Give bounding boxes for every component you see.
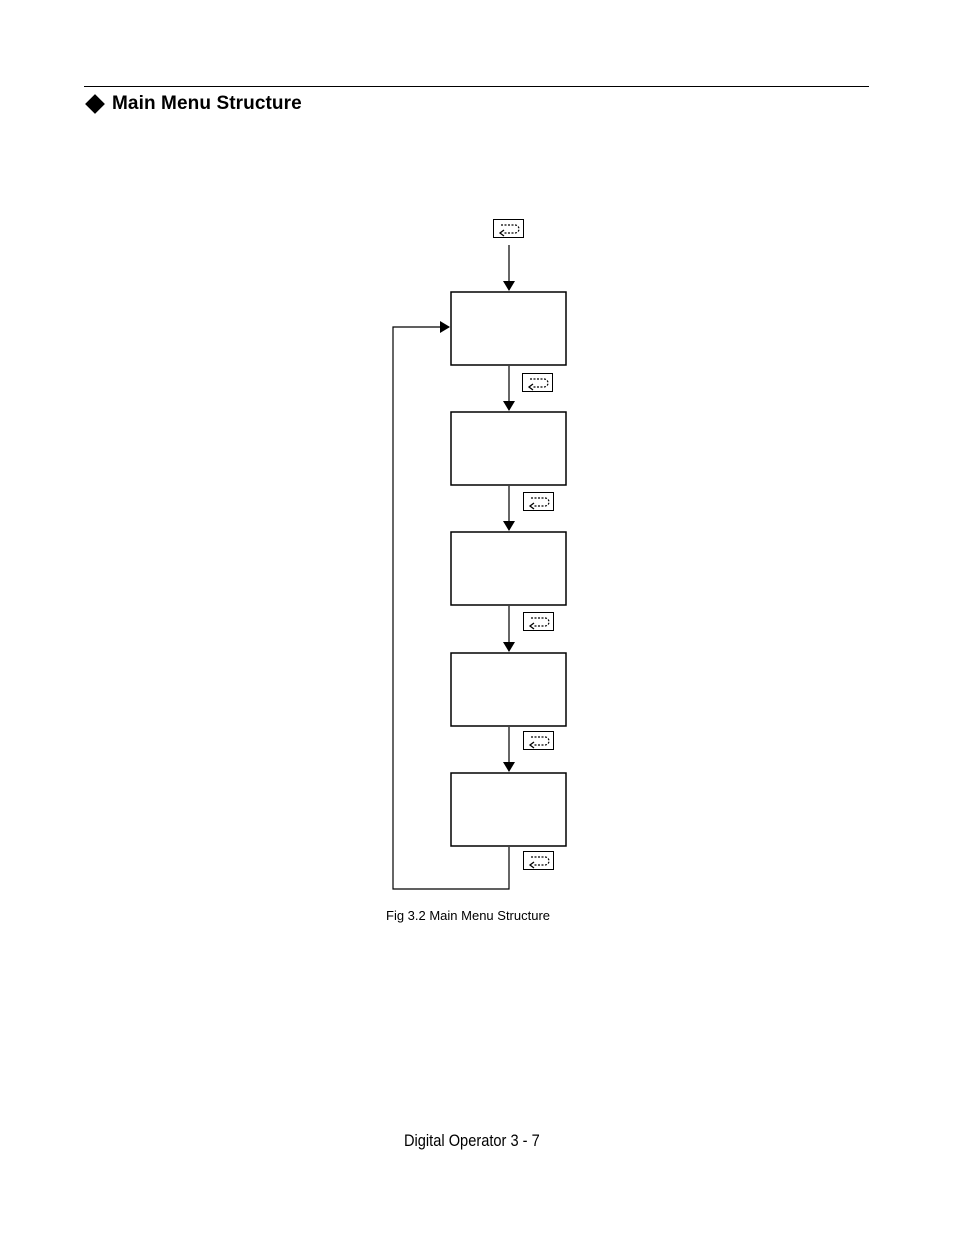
header-rule: [84, 86, 869, 87]
menu-box: [450, 411, 567, 486]
figure-caption: Fig 3.2 Main Menu Structure: [386, 908, 551, 923]
section-heading: Main Menu Structure: [84, 91, 302, 117]
menu-key-icon: [522, 491, 555, 512]
menu-key-icon: [521, 372, 554, 393]
menu-key-icon: [492, 218, 525, 239]
menu-key-icon: [522, 611, 555, 632]
menu-key-icon: [522, 850, 555, 871]
menu-box: [450, 531, 567, 606]
menu-box: [450, 652, 567, 727]
menu-key-icon: [522, 730, 555, 751]
loop-back-arrow: [392, 321, 510, 890]
section-title: Main Menu Structure: [112, 93, 302, 114]
page-footer: Digital Operator 3 - 7: [404, 1131, 540, 1150]
menu-box: [450, 772, 567, 847]
menu-box: [450, 291, 567, 366]
